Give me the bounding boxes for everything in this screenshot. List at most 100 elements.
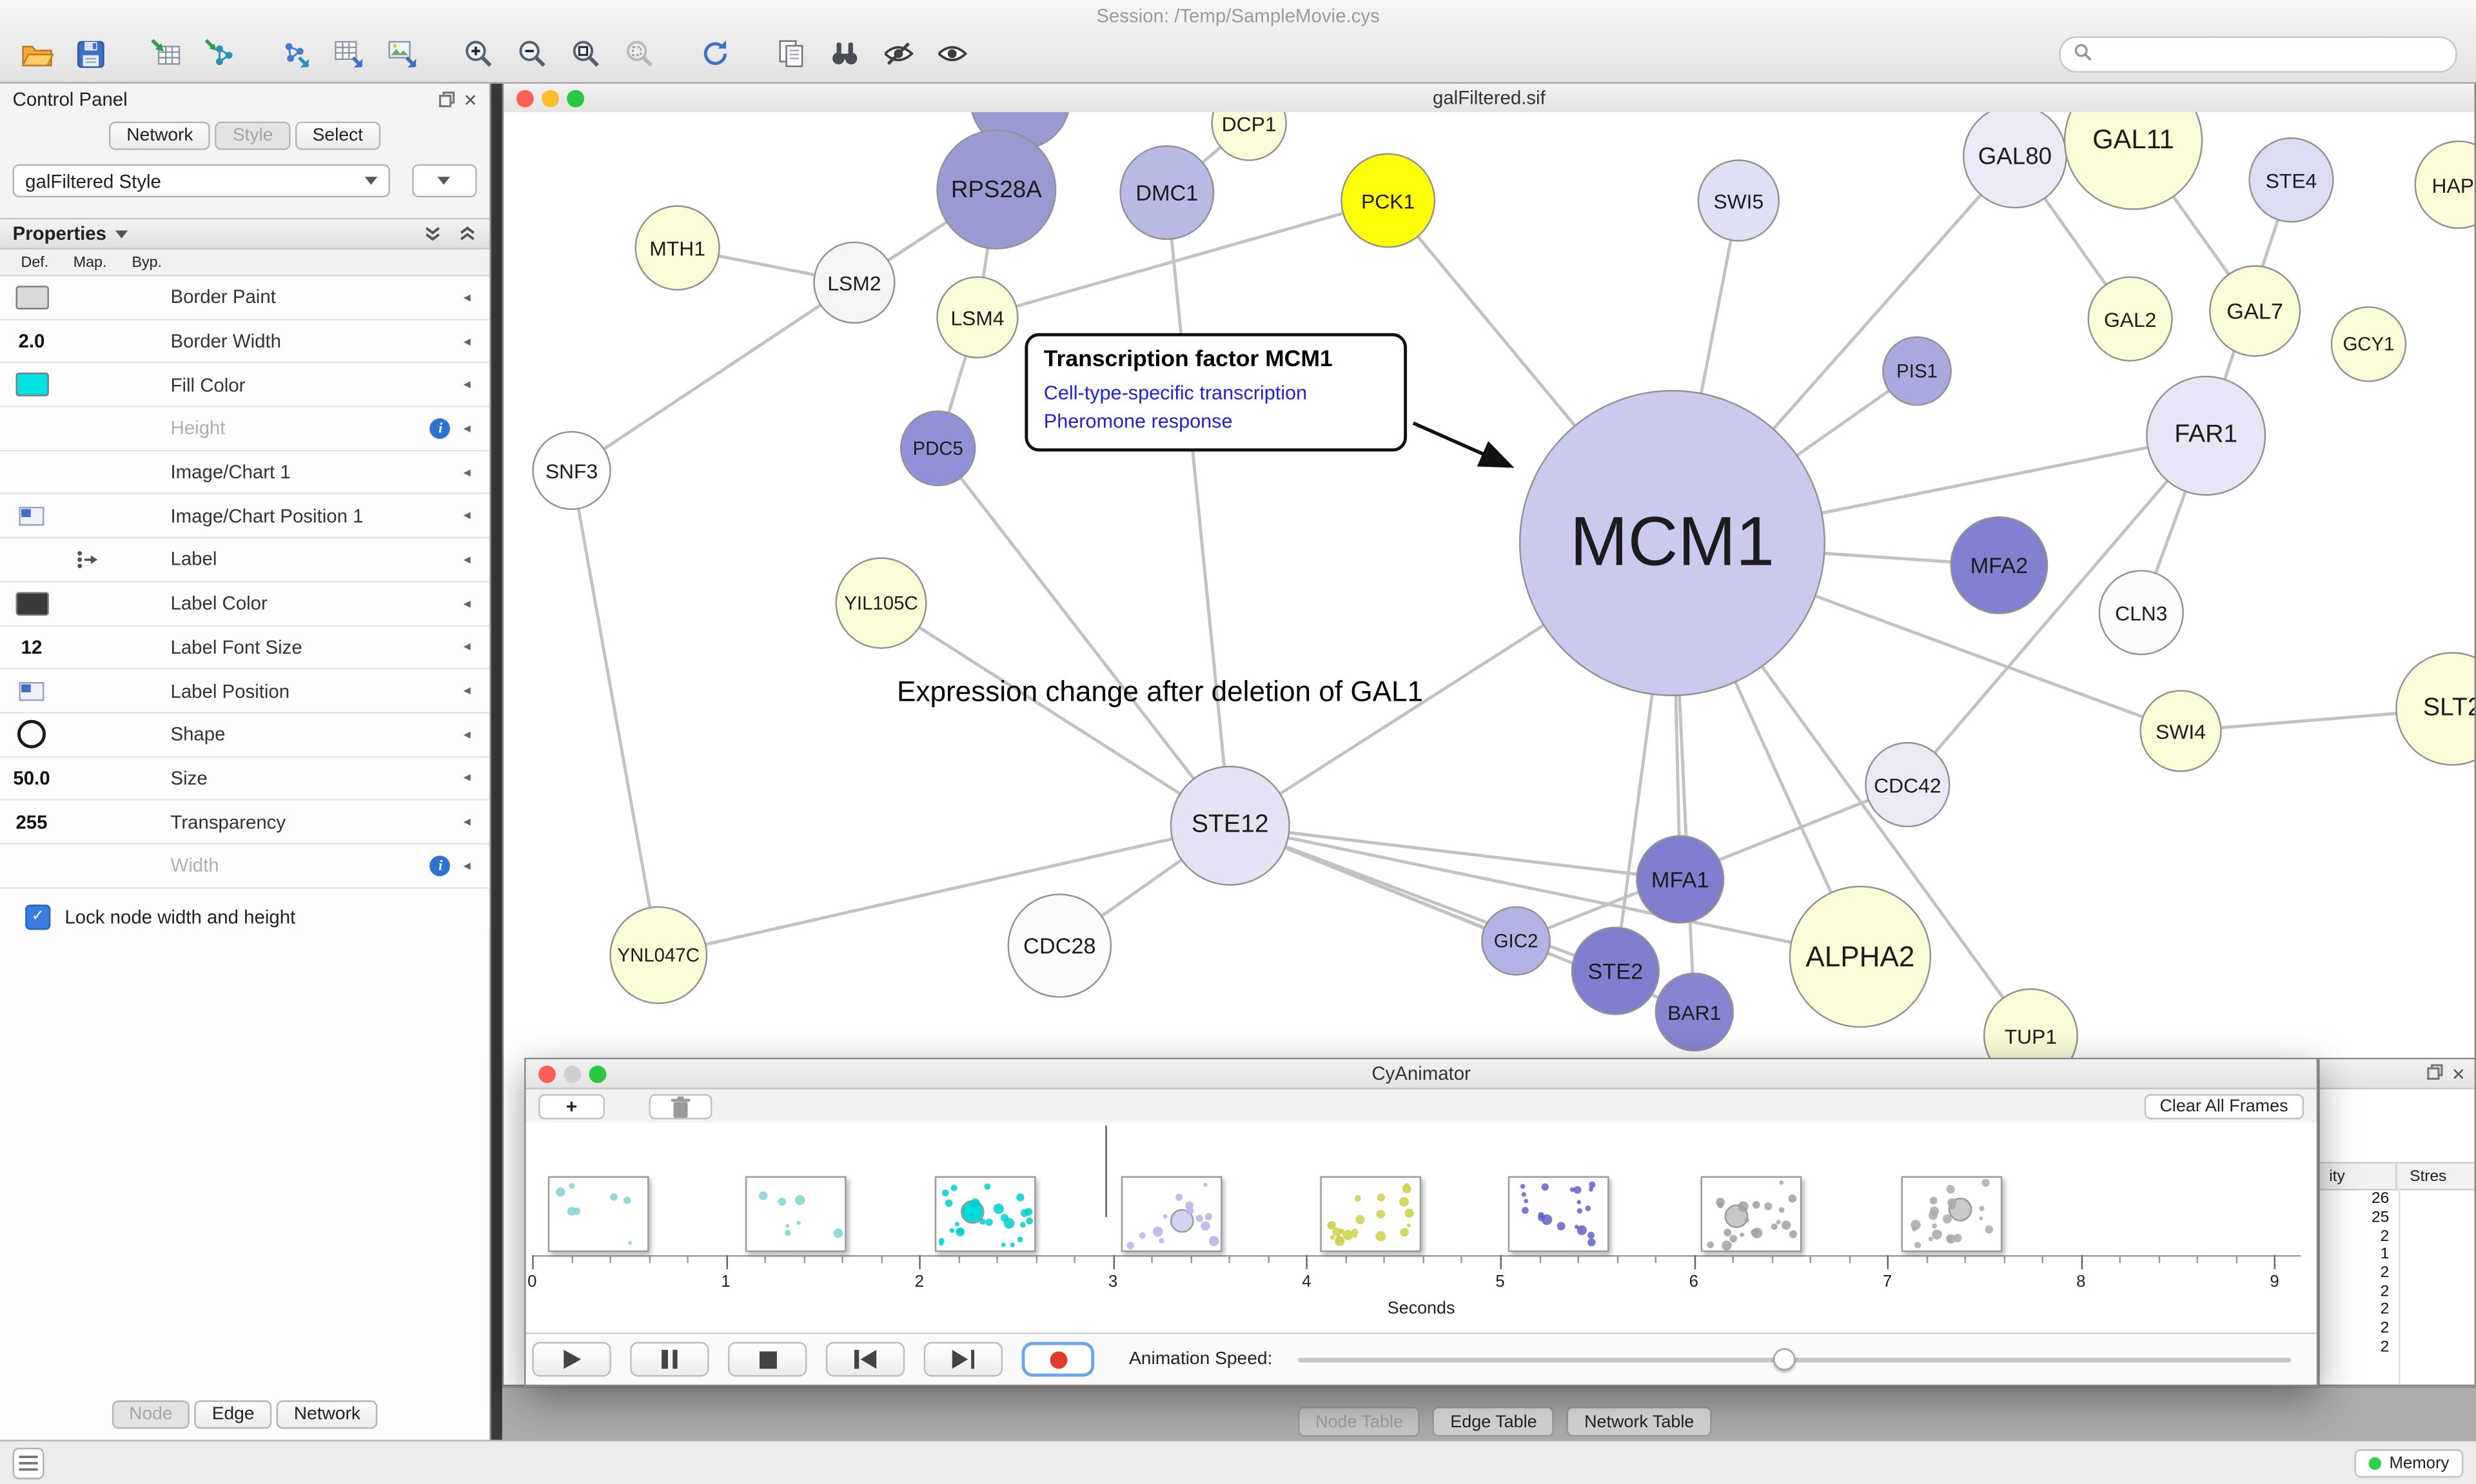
network-node-far1[interactable]: FAR1 — [2146, 375, 2266, 496]
network-window-titlebar[interactable]: galFiltered.sif — [504, 83, 2475, 114]
network-edge[interactable] — [571, 281, 856, 472]
position-icon[interactable] — [19, 681, 44, 701]
find-neighbors-icon[interactable] — [824, 33, 865, 74]
network-node-mfa1[interactable]: MFA1 — [1636, 835, 1725, 924]
network-node-dmc1[interactable]: DMC1 — [1119, 145, 1215, 240]
property-row-label-color[interactable]: Label Color◂ — [0, 582, 490, 627]
zoom-out-icon[interactable] — [511, 33, 553, 74]
expand-arrow-icon[interactable]: ◂ — [463, 464, 471, 480]
property-row-border-paint[interactable]: Border Paint◂ — [0, 276, 490, 320]
network-edge[interactable] — [1230, 824, 1681, 881]
expand-arrow-icon[interactable]: ◂ — [463, 507, 471, 523]
clear-all-frames-button[interactable]: Clear All Frames — [2143, 1094, 2304, 1120]
table-row[interactable]: 2 — [2320, 1338, 2475, 1357]
annotation-link[interactable]: Pheromone response — [1043, 411, 1233, 433]
panel-tab-edge[interactable]: Edge — [194, 1400, 272, 1429]
previous-frame-button[interactable] — [825, 1342, 905, 1377]
frame-thumbnail-4[interactable] — [1120, 1176, 1222, 1253]
network-node-mcm1[interactable]: MCM1 — [1518, 389, 1826, 697]
network-node-alpha2[interactable]: ALPHA2 — [1789, 885, 1932, 1028]
refresh-icon[interactable] — [695, 33, 736, 74]
network-edge[interactable] — [977, 199, 1389, 319]
expand-arrow-icon[interactable]: ◂ — [463, 682, 471, 698]
play-button[interactable] — [532, 1342, 611, 1377]
network-node-cdc28[interactable]: CDC28 — [1007, 893, 1112, 998]
frame-thumbnail-6[interactable] — [1508, 1176, 1609, 1253]
property-row-fill-color[interactable]: Fill Color◂ — [0, 364, 490, 407]
network-edge[interactable] — [1906, 434, 2208, 786]
zoom-traffic-light[interactable] — [567, 89, 585, 107]
network-node-cdc42[interactable]: CDC42 — [1865, 742, 1950, 828]
save-icon[interactable] — [70, 33, 111, 74]
annotation-box[interactable]: Transcription factor MCM1 Cell-type-spec… — [1025, 333, 1408, 453]
network-node-ste4[interactable]: STE4 — [2248, 137, 2334, 223]
zoom-in-icon[interactable] — [458, 33, 499, 74]
expand-arrow-icon[interactable]: ◂ — [463, 813, 471, 829]
network-node-pis1[interactable]: PIS1 — [1882, 336, 1952, 406]
network-node-gal80[interactable]: GAL80 — [1963, 112, 2067, 209]
table-row[interactable]: 1 — [2320, 1245, 2475, 1264]
style-options-button[interactable] — [412, 164, 477, 198]
position-icon[interactable] — [19, 506, 44, 525]
frame-thumbnail-5[interactable] — [1319, 1176, 1421, 1253]
export-image-icon[interactable] — [382, 33, 424, 74]
table-row[interactable]: 2 — [2320, 1227, 2475, 1246]
search-input[interactable] — [2100, 43, 2443, 66]
network-node-gic2[interactable]: GIC2 — [1481, 906, 1551, 976]
network-node-yil105c[interactable]: YIL105C — [835, 557, 927, 649]
float-window-icon[interactable] — [2426, 1059, 2442, 1088]
network-edge[interactable] — [570, 470, 660, 956]
property-row-image-chart-1[interactable]: Image/Chart 1◂ — [0, 451, 490, 495]
import-network-icon[interactable] — [199, 33, 241, 74]
network-node-pck1[interactable]: PCK1 — [1341, 153, 1436, 248]
dock-tab-network-table[interactable]: Network Table — [1567, 1407, 1712, 1437]
table-row[interactable]: 2 — [2320, 1283, 2475, 1302]
panel-tab-network[interactable]: Network — [276, 1400, 378, 1429]
hide-selected-icon[interactable] — [878, 33, 919, 74]
network-node-ste2[interactable]: STE2 — [1571, 926, 1660, 1015]
table-row[interactable]: 2 — [2320, 1301, 2475, 1320]
property-row-label-position[interactable]: Label Position◂ — [0, 669, 490, 714]
network-node-snf3[interactable]: SNF3 — [532, 431, 611, 511]
table-row[interactable]: 2 — [2320, 1320, 2475, 1338]
network-node-swi4[interactable]: SWI4 — [2139, 690, 2222, 772]
tab-select[interactable]: Select — [295, 121, 380, 150]
cyanimator-titlebar[interactable]: CyAnimator — [526, 1059, 2317, 1089]
slider-thumb[interactable] — [1773, 1348, 1796, 1371]
playhead[interactable] — [1105, 1126, 1108, 1218]
animation-speed-slider[interactable] — [1297, 1348, 2292, 1371]
network-node-rps28a[interactable]: RPS28A — [936, 129, 1057, 249]
network-node-pdc5[interactable]: PDC5 — [899, 410, 976, 487]
properties-header[interactable]: Properties — [0, 217, 490, 249]
network-node-gal7[interactable]: GAL7 — [2209, 265, 2301, 357]
dock-tab-edge-table[interactable]: Edge Table — [1433, 1407, 1555, 1437]
expand-arrow-icon[interactable]: ◂ — [463, 288, 471, 305]
pause-button[interactable] — [630, 1342, 709, 1377]
search-box[interactable] — [2059, 36, 2457, 73]
tab-style[interactable]: Style — [215, 121, 291, 150]
network-node-lsm4[interactable]: LSM4 — [936, 276, 1019, 358]
network-node-mth1[interactable]: MTH1 — [634, 205, 720, 291]
frame-thumbnail-1[interactable] — [547, 1176, 649, 1253]
close-traffic-light[interactable] — [538, 1064, 556, 1082]
close-icon[interactable]: × — [2451, 1060, 2465, 1086]
expand-arrow-icon[interactable]: ◂ — [463, 769, 471, 786]
network-node-gal2[interactable]: GAL2 — [2087, 276, 2173, 362]
network-edge[interactable] — [1230, 824, 1861, 959]
network-node-swi5[interactable]: SWI5 — [1697, 159, 1780, 242]
menu-button[interactable] — [12, 1447, 44, 1479]
expand-all-icon[interactable] — [458, 224, 477, 243]
network-node-gcy1[interactable]: GCY1 — [2330, 306, 2407, 382]
zoom-selected-icon[interactable] — [619, 33, 660, 74]
color-swatch[interactable] — [15, 285, 48, 309]
minimize-traffic-light[interactable] — [542, 89, 559, 107]
expand-arrow-icon[interactable]: ◂ — [463, 376, 471, 392]
table-row[interactable]: 26 — [2320, 1191, 2475, 1209]
